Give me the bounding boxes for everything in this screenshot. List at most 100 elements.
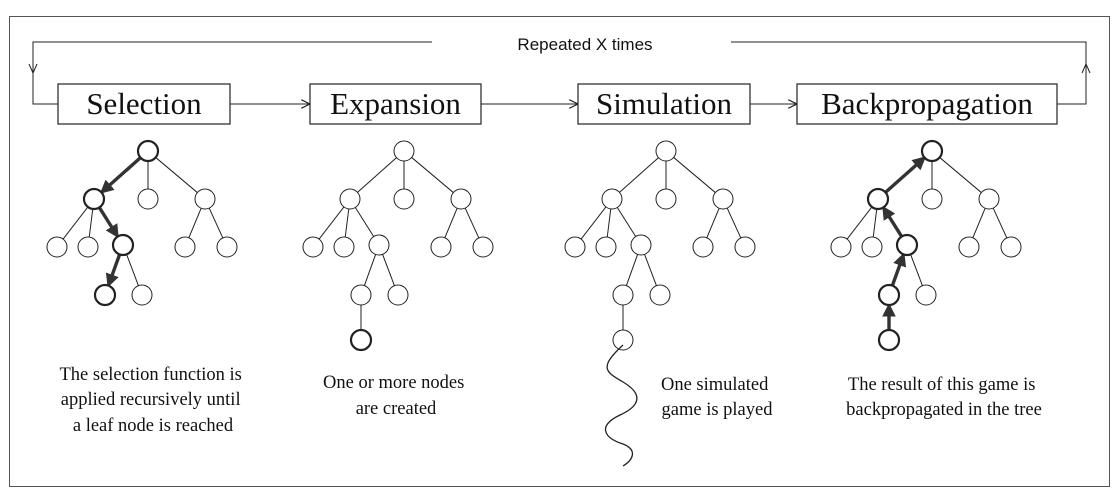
tree-node — [93, 283, 117, 307]
tree-node — [111, 233, 135, 257]
tree-node — [601, 188, 623, 210]
tree-edge — [188, 208, 202, 238]
step-box — [57, 83, 231, 125]
tree-edge — [155, 157, 198, 193]
step-box — [796, 83, 1058, 125]
tree-node — [216, 236, 238, 258]
tree-node — [387, 284, 409, 306]
highlighted-edge-arrow — [883, 156, 927, 195]
tree-node — [430, 236, 452, 258]
caption-line: are created — [356, 399, 437, 419]
tree-node — [920, 139, 944, 163]
step-title: Selection — [86, 86, 202, 121]
tree-node — [194, 188, 216, 210]
tree-node — [712, 188, 734, 210]
tree-edge — [354, 207, 375, 237]
step-simulation: Simulation — [577, 83, 751, 125]
outer-frame — [9, 16, 1110, 487]
tree-node — [734, 236, 756, 258]
tree-edge — [939, 157, 982, 193]
tree-simulation — [564, 140, 756, 351]
tree-edge — [580, 206, 607, 240]
tree-node — [1000, 236, 1022, 258]
tree-edge — [444, 208, 458, 238]
caption-line: The result of this game is — [848, 375, 1036, 395]
highlighted-edge-arrow — [890, 252, 907, 288]
step-box — [577, 83, 751, 125]
loop-arrow-down-icon — [28, 63, 38, 75]
tree-node — [393, 140, 415, 162]
tree-node — [649, 284, 671, 306]
tree-edge — [88, 208, 94, 238]
tree-edge — [706, 208, 720, 238]
tree-node — [472, 236, 494, 258]
tree-edge — [382, 254, 395, 286]
caption-line: One simulated — [661, 375, 769, 395]
caption-line: The selection function is — [59, 365, 241, 385]
tree-node — [450, 188, 472, 210]
tree-node — [174, 236, 196, 258]
tree-edge — [910, 254, 923, 286]
tree-edge — [411, 157, 454, 193]
tree-edge — [625, 254, 639, 286]
tree-node — [333, 236, 355, 258]
tree-node — [82, 187, 106, 211]
tree-edge — [619, 157, 659, 193]
tree-node — [692, 236, 714, 258]
simulation-rollout-squiggle — [605, 344, 638, 467]
tree-edge — [644, 254, 657, 286]
tree-edge — [464, 207, 480, 239]
tree-edge — [726, 207, 742, 239]
caption-selection: The selection function is applied recurs… — [59, 365, 246, 436]
tree-edge — [318, 206, 345, 240]
tree-node — [830, 236, 852, 258]
caption-line: game is played — [662, 400, 774, 420]
caption-line: backpropagated in the tree — [846, 400, 1042, 420]
tree-edge — [992, 207, 1008, 239]
tree-node — [915, 284, 937, 306]
step-expansion: Expansion — [309, 83, 482, 125]
repeat-loop: Repeated X times — [28, 35, 1091, 105]
step-title: Simulation — [596, 86, 733, 121]
caption-line: a leaf node is reached — [73, 416, 234, 436]
tree-node — [630, 234, 652, 256]
tree-node — [921, 188, 943, 210]
tree-edge — [363, 254, 377, 286]
tree-node — [393, 188, 415, 210]
tree-node — [877, 283, 901, 307]
highlighted-edge-arrow — [99, 155, 143, 194]
tree-edge — [872, 208, 878, 238]
tree-node — [655, 188, 677, 210]
tree-expansion — [302, 140, 494, 352]
step-title: Backpropagation — [821, 86, 1033, 121]
tree-node — [46, 236, 68, 258]
tree-node — [350, 284, 372, 306]
tree-node — [866, 187, 890, 211]
tree-node — [131, 284, 153, 306]
highlighted-edge-arrow — [97, 205, 119, 239]
tree-node — [136, 139, 160, 163]
tree-edge — [126, 254, 139, 286]
tree-node — [612, 329, 634, 351]
tree-edge — [606, 208, 612, 238]
tree-node — [958, 236, 980, 258]
step-box — [309, 83, 482, 125]
tree-edge — [357, 157, 397, 193]
tree-node — [595, 236, 617, 258]
loop-label: Repeated X times — [517, 35, 652, 54]
caption-expansion: One or more nodes are created — [323, 373, 469, 419]
tree-edge — [616, 207, 637, 237]
loop-arrow-up-icon — [1081, 62, 1091, 74]
step-backpropagation: Backpropagation — [796, 83, 1058, 125]
tree-node — [368, 234, 390, 256]
highlighted-edge-arrow — [882, 205, 904, 239]
tree-edge — [344, 208, 350, 238]
tree-node — [895, 233, 919, 257]
tree-node — [349, 328, 373, 352]
caption-backpropagation: The result of this game is backpropagate… — [846, 375, 1042, 420]
tree-edge — [62, 206, 89, 240]
tree-edge — [208, 207, 224, 239]
tree-node — [564, 236, 586, 258]
highlighted-edge-arrow — [105, 252, 122, 288]
